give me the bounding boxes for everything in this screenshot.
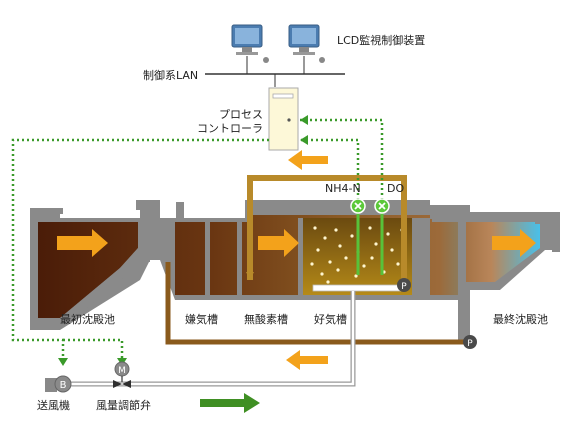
flow-arrow bbox=[258, 229, 299, 257]
return-sludge-pipe bbox=[165, 262, 470, 345]
monitor-label: LCD監視制御装置 bbox=[337, 33, 425, 47]
svg-text:B: B bbox=[60, 380, 67, 391]
do-sensor-label: DO bbox=[387, 182, 404, 195]
svg-text:M: M bbox=[118, 366, 126, 376]
final-tank-label: 最終沈殿池 bbox=[493, 312, 548, 326]
signal-lines bbox=[11, 118, 384, 362]
blower-icon: B bbox=[45, 375, 72, 393]
lan-label: 制御系LAN bbox=[143, 68, 198, 82]
primary-tank-label: 最初沈殿池 bbox=[60, 312, 115, 326]
return-flow-arrow bbox=[286, 350, 328, 370]
recycle-pipe bbox=[247, 175, 407, 285]
basin-structure bbox=[30, 200, 560, 342]
valve-icon: M bbox=[113, 361, 131, 388]
return-pump: P bbox=[463, 335, 477, 349]
anoxic-tank-label: 無酸素槽 bbox=[244, 312, 288, 326]
controller-label-line1: プロセス bbox=[219, 108, 263, 121]
ammonia-sensor bbox=[350, 198, 366, 275]
air-pipe bbox=[70, 291, 355, 386]
monitor-icon bbox=[231, 24, 269, 63]
svg-text:P: P bbox=[401, 282, 407, 292]
flow-arrow bbox=[492, 229, 536, 257]
aerobic-tank-label: 好気槽 bbox=[314, 312, 347, 326]
flow-arrow bbox=[57, 229, 108, 257]
ammonia-sensor-label: NH4-N bbox=[325, 182, 361, 195]
air-flow-arrow bbox=[200, 393, 260, 413]
air-pipe-outline bbox=[70, 291, 356, 387]
anaerobic-tank-label: 嫌気槽 bbox=[185, 312, 218, 326]
valve-label: 風量調節弁 bbox=[96, 398, 151, 412]
blower-label: 送風機 bbox=[37, 398, 70, 412]
recycle-flow-arrow bbox=[288, 150, 328, 170]
svg-text:P: P bbox=[467, 339, 473, 349]
internal-pump: P bbox=[397, 278, 411, 292]
controller-label-line2: コントローラ bbox=[197, 122, 263, 135]
controller-box bbox=[268, 87, 299, 151]
do-sensor bbox=[374, 198, 390, 275]
monitor-icon bbox=[288, 24, 325, 63]
air-diffuser bbox=[312, 284, 406, 292]
